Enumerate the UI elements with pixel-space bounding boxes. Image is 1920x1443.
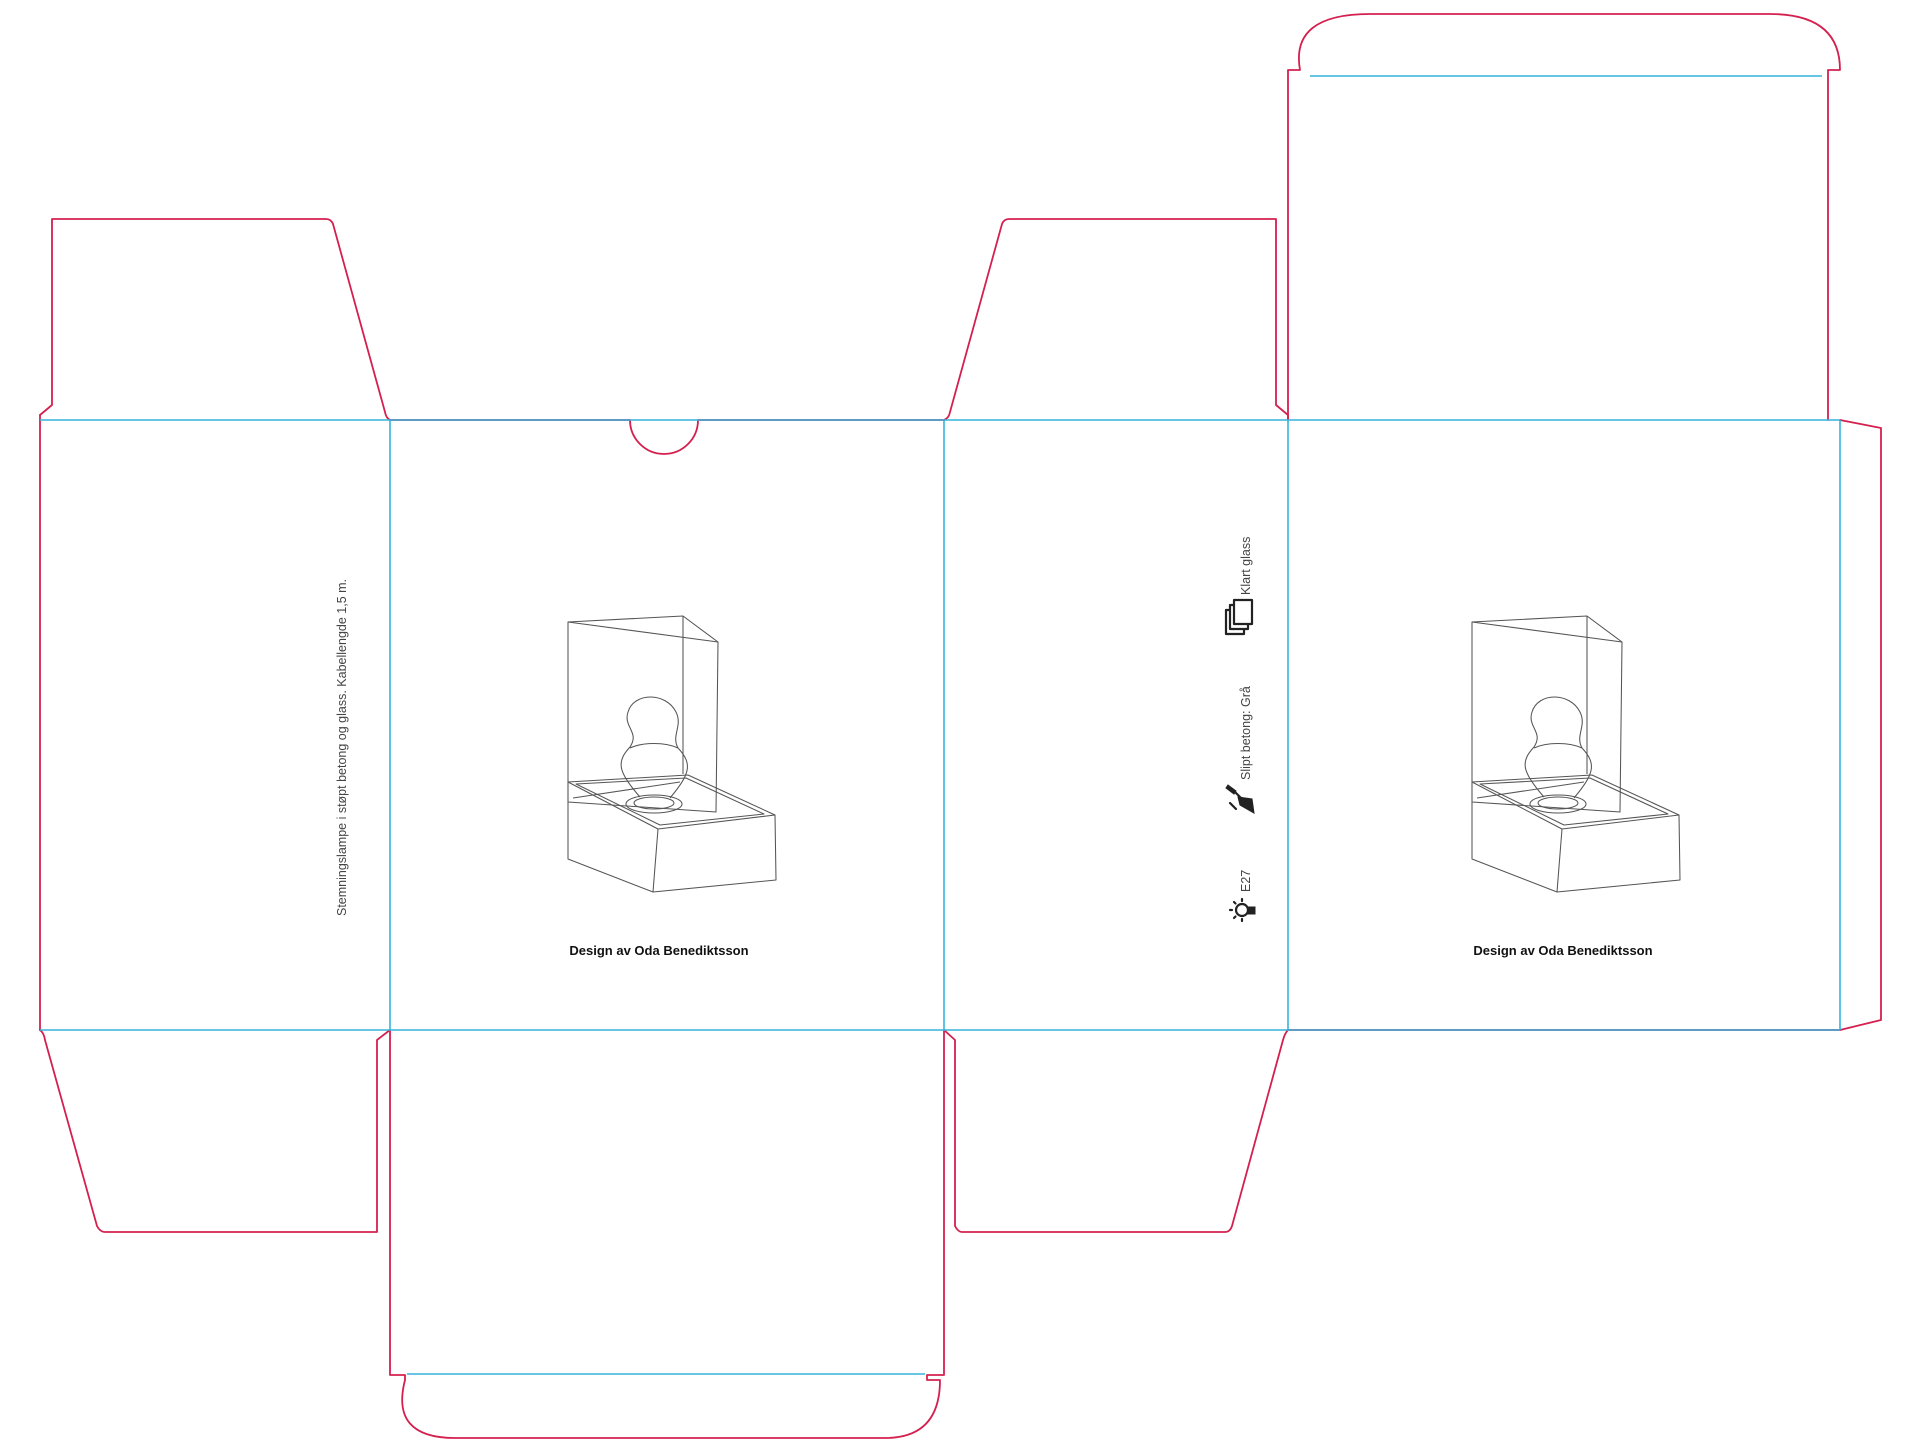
sanding-tool-icon xyxy=(1225,784,1255,814)
lamp-illustration xyxy=(567,615,777,893)
spec-label-glass: Klart glass xyxy=(1239,537,1253,595)
spec-label-socket: E27 xyxy=(1239,870,1253,892)
fold-lines xyxy=(40,75,1841,1375)
side-panel-right: Klart glass Slipt betong: Grå E27 xyxy=(1224,537,1256,923)
lamp-illustration xyxy=(1471,615,1681,893)
front-panel: Design av Oda Benediktsson xyxy=(567,615,777,958)
product-description: Stemningslampe i støpt betong og glass. … xyxy=(335,579,349,916)
light-bulb-icon xyxy=(1228,897,1256,923)
glass-panes-icon xyxy=(1224,598,1254,636)
cut-lines xyxy=(39,13,1882,1439)
designer-credit: Design av Oda Benediktsson xyxy=(569,943,748,958)
designer-credit: Design av Oda Benediktsson xyxy=(1473,943,1652,958)
back-panel: Design av Oda Benediktsson xyxy=(1471,615,1681,958)
spec-label-concrete: Slipt betong: Grå xyxy=(1239,686,1253,780)
side-panel-left: Stemningslampe i støpt betong og glass. … xyxy=(335,579,349,916)
